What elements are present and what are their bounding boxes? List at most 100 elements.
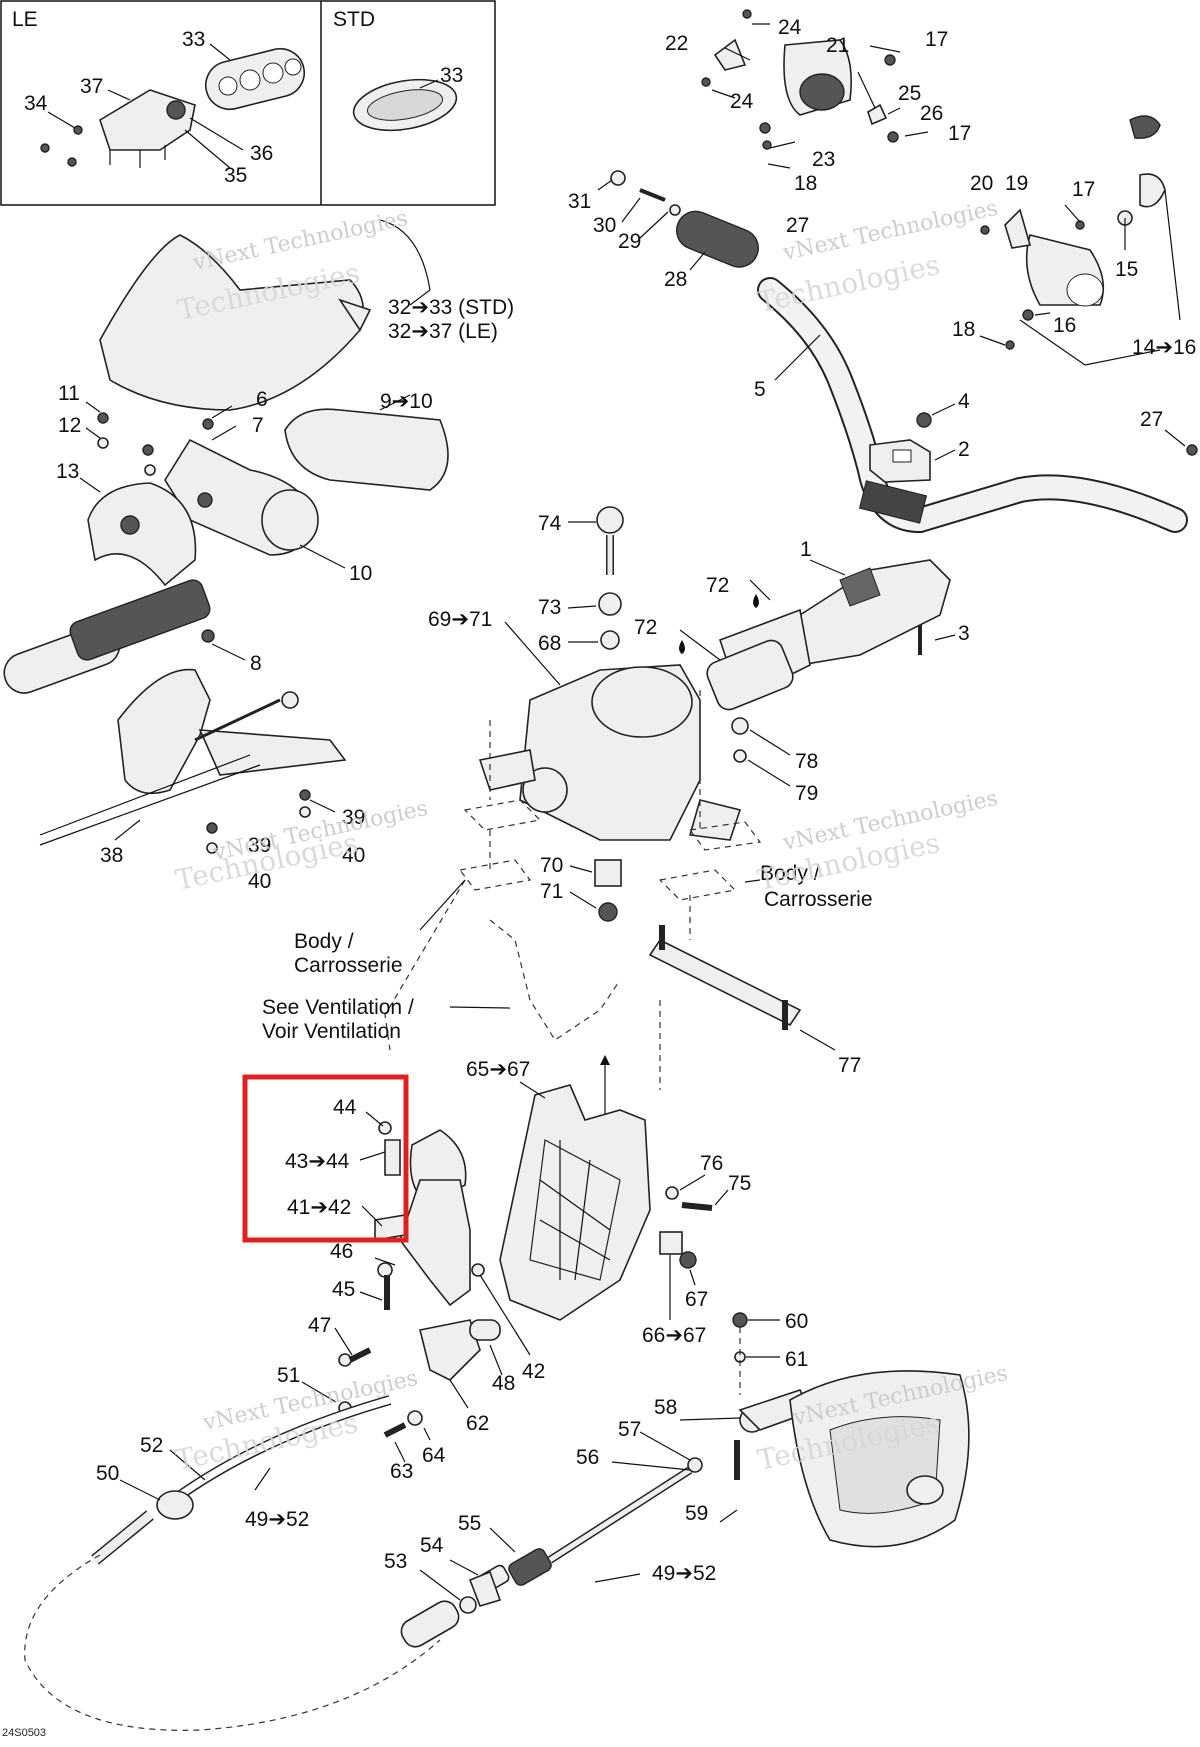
part-housing-10 xyxy=(164,405,346,569)
label-22: 22 xyxy=(665,32,688,55)
label-39-left: 39 xyxy=(248,834,271,857)
label-40-right: 40 xyxy=(342,844,365,867)
label-51: 51 xyxy=(277,1364,300,1387)
label-65-67: 65➔67 xyxy=(466,1058,530,1081)
part-pad-9 xyxy=(284,394,449,491)
part-clamp-2 xyxy=(869,403,956,483)
part-lower-cable xyxy=(400,1389,812,1648)
label-25: 25 xyxy=(898,82,921,105)
label-55: 55 xyxy=(458,1512,481,1535)
label-18-right: 18 xyxy=(952,318,975,341)
label-2: 2 xyxy=(958,438,970,461)
figure-code: 24S0503 xyxy=(2,1727,46,1739)
inset-le-title: LE xyxy=(12,8,38,31)
label-24-mid: 24 xyxy=(730,90,754,113)
label-4: 4 xyxy=(958,390,970,413)
label-26: 26 xyxy=(920,102,943,125)
watermark-1: vNext Technologies xyxy=(190,206,410,276)
label-59: 59 xyxy=(685,1502,708,1525)
label-37: 37 xyxy=(80,75,103,98)
label-5: 5 xyxy=(754,378,766,401)
dashed-mounting-lines xyxy=(384,690,762,1115)
label-49-52-left: 49➔52 xyxy=(245,1508,309,1531)
label-71: 71 xyxy=(540,880,563,903)
label-10: 10 xyxy=(349,562,372,585)
part-shift-cable xyxy=(24,1395,441,1731)
label-31: 31 xyxy=(568,190,591,213)
body-left-line1: Body / xyxy=(294,930,354,953)
label-9-10: 9➔10 xyxy=(380,390,433,413)
label-34: 34 xyxy=(24,92,48,115)
body-right-line1: Body / xyxy=(760,862,820,885)
label-16: 16 xyxy=(1053,314,1076,337)
label-44: 44 xyxy=(333,1096,357,1119)
label-40-left: 40 xyxy=(248,870,271,893)
label-70: 70 xyxy=(540,854,563,877)
part-switch-housing-14 xyxy=(979,115,1181,366)
ventilation-line2: Voir Ventilation xyxy=(262,1020,401,1043)
label-53: 53 xyxy=(384,1550,407,1573)
label-20: 20 xyxy=(970,172,993,195)
inset-box: LE STD xyxy=(0,0,496,206)
label-17-right: 17 xyxy=(1072,178,1095,201)
label-57: 57 xyxy=(618,1418,641,1441)
label-42-lower: 42 xyxy=(522,1360,545,1383)
part-shift-lever xyxy=(334,1121,531,1409)
part-left-grip xyxy=(3,579,246,694)
throttle-housing-group xyxy=(701,9,929,169)
label-50: 50 xyxy=(96,1462,119,1485)
label-77: 77 xyxy=(838,1054,861,1077)
label-41-42: 41➔42 xyxy=(287,1196,351,1219)
part-link-77 xyxy=(648,925,836,1051)
part-fasteners-78-79 xyxy=(731,717,791,787)
label-79: 79 xyxy=(795,782,818,805)
label-13: 13 xyxy=(56,460,79,483)
part-cover-32 xyxy=(99,219,431,411)
grease-drop-icon xyxy=(753,594,759,608)
part-grip-28 xyxy=(597,170,759,271)
inset-leaders xyxy=(47,43,439,169)
part-nut-66-67 xyxy=(659,1231,697,1320)
part-bolt-75-76 xyxy=(665,1174,729,1211)
label-17-mid: 17 xyxy=(948,122,971,145)
label-47: 47 xyxy=(308,1314,331,1337)
label-49-52-right: 49➔52 xyxy=(652,1562,716,1585)
label-46: 46 xyxy=(330,1240,353,1263)
label-6: 6 xyxy=(256,388,268,411)
label-27-top: 27 xyxy=(786,214,809,237)
part-bracket-38 xyxy=(39,668,347,854)
part-bracket-le xyxy=(99,89,196,168)
label-66-67: 66➔67 xyxy=(642,1324,706,1347)
label-29: 29 xyxy=(618,230,641,253)
part-lever-22 xyxy=(713,38,747,71)
label-48: 48 xyxy=(492,1372,515,1395)
label-68: 68 xyxy=(538,632,561,655)
ventilation-line1: See Ventilation / xyxy=(262,996,414,1019)
label-43-44: 43➔44 xyxy=(285,1150,350,1173)
label-19: 19 xyxy=(1005,172,1028,195)
label-12: 12 xyxy=(58,414,81,437)
label-27-right: 27 xyxy=(1140,408,1163,431)
label-23: 23 xyxy=(812,148,835,171)
label-33-le: 33 xyxy=(182,28,205,51)
part-reverse-gate xyxy=(789,1370,970,1548)
label-72-upper: 72 xyxy=(706,574,729,597)
part-gauge-cluster-le xyxy=(204,47,306,111)
label-14-16: 14➔16 xyxy=(1132,336,1196,359)
label-24-top: 24 xyxy=(778,16,802,39)
label-67: 67 xyxy=(685,1288,708,1311)
label-78: 78 xyxy=(795,750,818,773)
label-8: 8 xyxy=(250,652,262,675)
label-32-37: 32➔37 (LE) xyxy=(388,320,498,343)
label-35: 35 xyxy=(224,164,247,187)
part-bolt-74 xyxy=(567,506,624,650)
label-3: 3 xyxy=(958,622,970,645)
label-38: 38 xyxy=(100,844,123,867)
body-right-line2: Carrosserie xyxy=(764,888,873,911)
label-28: 28 xyxy=(664,268,687,291)
label-17-top: 17 xyxy=(925,28,948,51)
label-32-33: 32➔33 (STD) xyxy=(388,296,514,319)
label-61: 61 xyxy=(785,1348,808,1371)
